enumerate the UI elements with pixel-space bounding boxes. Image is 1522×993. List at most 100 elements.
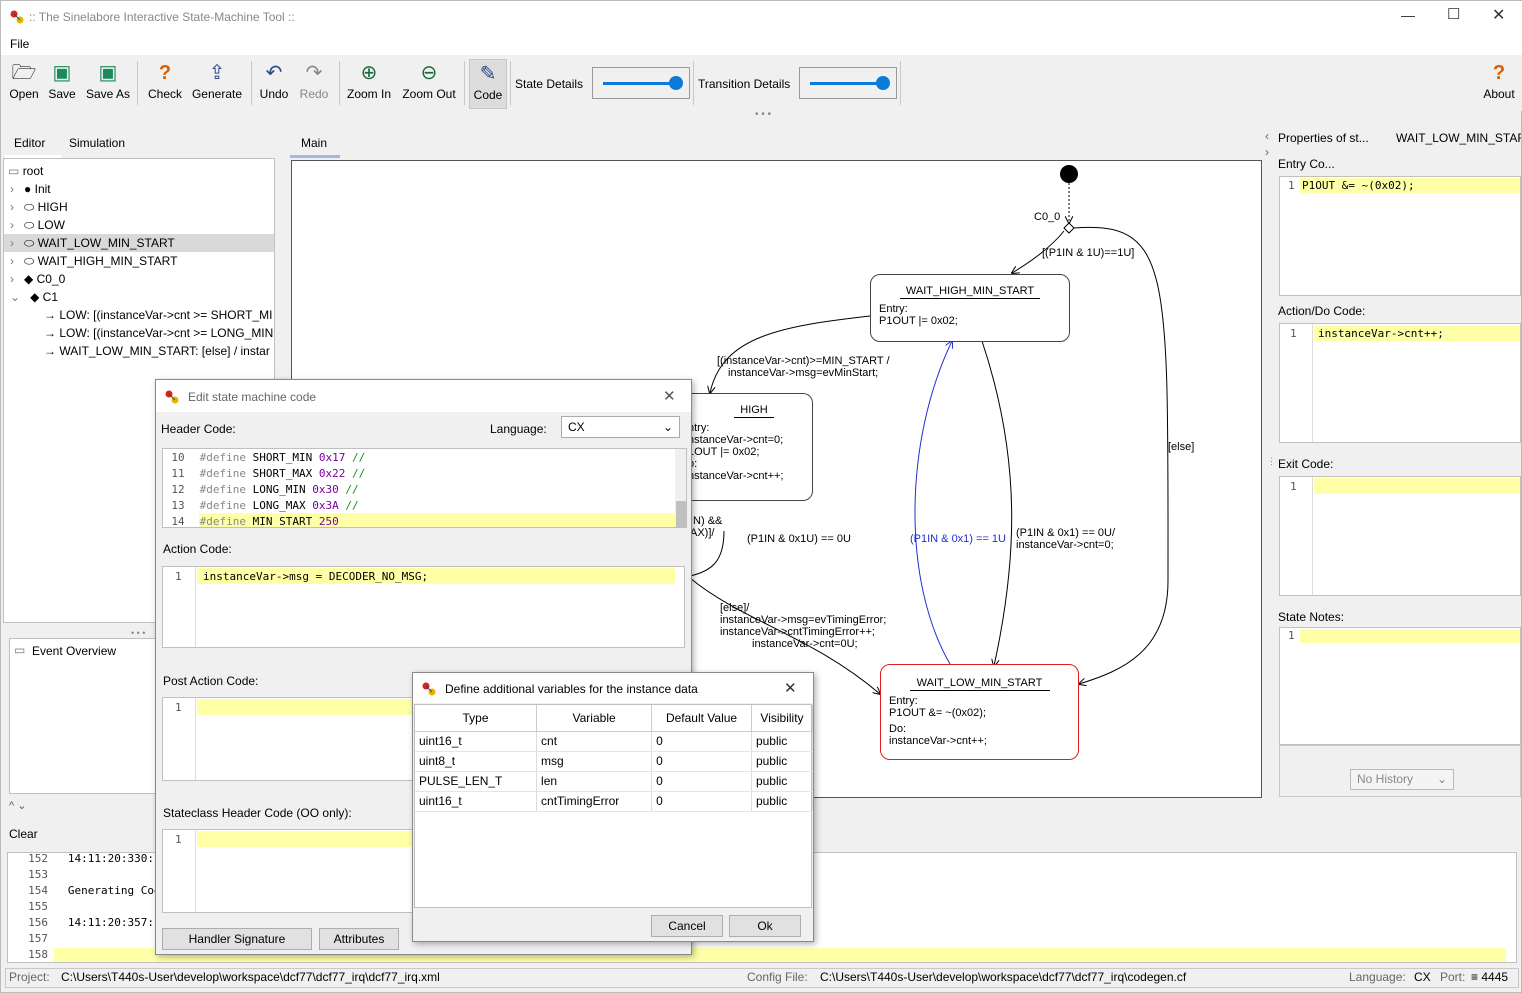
code-button[interactable]: ✎Code <box>469 59 507 109</box>
transition-label[interactable]: [(instanceVar->cnt)>=MIN_START / <box>717 355 890 367</box>
close-icon[interactable]: ✕ <box>784 679 797 697</box>
clear-button[interactable]: Clear <box>9 827 38 841</box>
open-button[interactable]: 🗁Open <box>5 59 43 109</box>
variables-table[interactable]: TypeVariableDefault ValueVisibility uint… <box>414 704 812 908</box>
zoom-in-button[interactable]: ⊕Zoom In <box>343 59 395 109</box>
table-row[interactable]: uint16_tcntTimingError0public <box>415 791 813 811</box>
header-code-editor[interactable]: 10 #define SHORT_MIN 0x17 //11 #define S… <box>162 448 687 528</box>
action-code-editor[interactable]: 1 instanceVar->msg = DECODER_NO_MSG; <box>162 566 685 648</box>
state-notes-editor[interactable]: 1 <box>1279 627 1521 745</box>
tree-item-c1[interactable]: ⌄ ◆ C1 <box>10 288 58 306</box>
tree-item-wait-low-min-start[interactable]: › ⬭ WAIT_LOW_MIN_START <box>4 234 274 252</box>
tab-simulation[interactable]: Simulation <box>69 136 125 150</box>
close-icon[interactable]: ✕ <box>1492 5 1505 25</box>
state-wait-high-min-start[interactable]: WAIT_HIGH_MIN_START Entry: P1OUT |= 0x02… <box>870 274 1070 342</box>
table-cell[interactable]: cnt <box>537 731 652 751</box>
transition-label[interactable]: instanceVar->msg=evMinStart; <box>728 367 878 379</box>
minimize-icon[interactable]: — <box>1401 7 1415 23</box>
tree-item-wait-high-min-start[interactable]: › ⬭ WAIT_HIGH_MIN_START <box>10 252 177 270</box>
choice-c0-0[interactable] <box>1064 223 1074 233</box>
generate-button[interactable]: ⇪Generate <box>189 59 245 109</box>
undo-button[interactable]: ↶Undo <box>255 59 293 109</box>
table-cell[interactable]: public <box>751 731 812 751</box>
menu-file[interactable]: File <box>10 37 29 51</box>
transition-label[interactable]: instanceVar->cnt=0; <box>1016 539 1114 551</box>
table-cell[interactable]: 0 <box>652 731 752 751</box>
transition-details-slider[interactable] <box>799 67 897 99</box>
table-cell[interactable]: PULSE_LEN_T <box>415 771 537 791</box>
table-cell[interactable]: msg <box>537 751 652 771</box>
table-cell[interactable]: public <box>751 791 812 811</box>
column-header[interactable]: Type <box>415 705 537 731</box>
table-cell[interactable]: public <box>751 771 812 791</box>
toolbar-grip[interactable]: • • • <box>755 109 771 120</box>
state-details-slider[interactable] <box>592 67 690 99</box>
table-cell[interactable]: 0 <box>652 751 752 771</box>
event-overview-panel[interactable]: ▭ Event Overview <box>9 638 161 794</box>
transition-label[interactable]: AX)]/ <box>690 527 714 539</box>
splitter-grip[interactable]: • • • <box>131 628 145 638</box>
transition-label[interactable]: (P1IN & 0x1) == 0U/ <box>1016 527 1115 539</box>
table-cell[interactable]: uint8_t <box>415 751 537 771</box>
tree-item-init[interactable]: › ● Init <box>10 180 51 198</box>
transition-label[interactable]: [else] <box>1168 441 1194 453</box>
save-as-button[interactable]: ▣Save As <box>83 59 133 109</box>
stateclass-header-editor[interactable]: 1 <box>162 829 420 913</box>
attributes-button[interactable]: Attributes <box>319 928 399 950</box>
language-select[interactable]: CX⌄ <box>561 416 680 438</box>
chevron-right-icon[interactable]: › <box>1265 145 1269 159</box>
table-cell[interactable]: 0 <box>652 771 752 791</box>
transition-label[interactable]: [(P1IN & 1U)==1U] <box>1042 247 1134 259</box>
table-cell[interactable]: cntTimingError <box>537 791 652 811</box>
table-cell[interactable]: 0 <box>652 791 752 811</box>
action-code-editor[interactable]: 1 instanceVar->cnt++; <box>1279 323 1521 443</box>
table-row[interactable]: PULSE_LEN_Tlen0public <box>415 771 813 791</box>
splitter-grip[interactable]: ⋮ <box>1267 456 1276 467</box>
transition-label[interactable]: (P1IN & 0x1) == 1U <box>910 533 1006 545</box>
save-button[interactable]: ▣Save <box>45 59 79 109</box>
tab-editor[interactable]: Editor <box>14 136 45 150</box>
redo-button[interactable]: ↷Redo <box>295 59 333 109</box>
column-header[interactable]: Visibility <box>751 705 812 731</box>
column-header[interactable]: Default Value <box>652 705 752 731</box>
tree-transition[interactable]: → LOW: [(instanceVar->cnt >= LONG_MIN <box>44 324 273 342</box>
post-action-code-editor[interactable]: 1 <box>162 697 420 781</box>
handler-signature-button[interactable]: Handler Signature <box>162 928 312 950</box>
about-button[interactable]: ?About <box>1479 59 1519 109</box>
collapse-icon[interactable]: ^ ⌄ <box>9 799 26 812</box>
initial-state[interactable] <box>1060 165 1078 183</box>
transition-label[interactable]: instanceVar->cntTimingError++; <box>720 626 875 638</box>
post-action-code-label: Post Action Code: <box>163 674 258 688</box>
transition-label[interactable]: instanceVar->msg=evTimingError; <box>720 614 886 626</box>
maximize-icon[interactable]: ☐ <box>1447 5 1460 23</box>
exit-code-editor[interactable]: 1 <box>1279 476 1521 596</box>
close-icon[interactable]: ✕ <box>663 387 676 405</box>
column-header[interactable]: Variable <box>537 705 652 731</box>
chevron-left-icon[interactable]: ‹ <box>1265 129 1269 143</box>
transition-label[interactable]: [else]/ <box>720 602 749 614</box>
table-cell[interactable]: len <box>537 771 652 791</box>
zoom-out-button[interactable]: ⊖Zoom Out <box>399 59 459 109</box>
transition-label[interactable]: instanceVar->cnt=0U; <box>752 638 858 650</box>
tree-item-high[interactable]: › ⬭ HIGH <box>10 198 68 216</box>
table-row[interactable]: uint8_tmsg0public <box>415 751 813 771</box>
entry-code-editor[interactable]: 1 P1OUT &= ~(0x02); <box>1279 176 1521 296</box>
tab-main[interactable]: Main <box>301 136 327 150</box>
tree-item-c0-0[interactable]: › ◆ C0_0 <box>10 270 65 288</box>
table-row[interactable]: uint16_tcnt0public <box>415 731 813 751</box>
ok-button[interactable]: Ok <box>729 915 801 937</box>
transition-label[interactable]: (P1IN & 0x1U) == 0U <box>747 533 851 545</box>
tree-transition[interactable]: → LOW: [(instanceVar->cnt >= SHORT_MI <box>44 306 272 324</box>
table-cell[interactable]: uint16_t <box>415 791 537 811</box>
cancel-button[interactable]: Cancel <box>651 915 723 937</box>
history-select[interactable]: No History⌄ <box>1350 769 1454 790</box>
tree-transition[interactable]: → WAIT_LOW_MIN_START: [else] / instar <box>44 342 270 360</box>
table-cell[interactable]: public <box>751 751 812 771</box>
state-wait-low-min-start[interactable]: WAIT_LOW_MIN_START Entry: P1OUT &= ~(0x0… <box>880 664 1079 760</box>
table-cell[interactable]: uint16_t <box>415 731 537 751</box>
tree-item-low[interactable]: › ⬭ LOW <box>10 216 65 234</box>
tree-root[interactable]: ▭ root <box>8 162 43 180</box>
check-button[interactable]: ?Check <box>143 59 187 109</box>
transition-label[interactable]: IN) && <box>690 515 722 527</box>
state-icon: ⬭ <box>24 218 34 232</box>
